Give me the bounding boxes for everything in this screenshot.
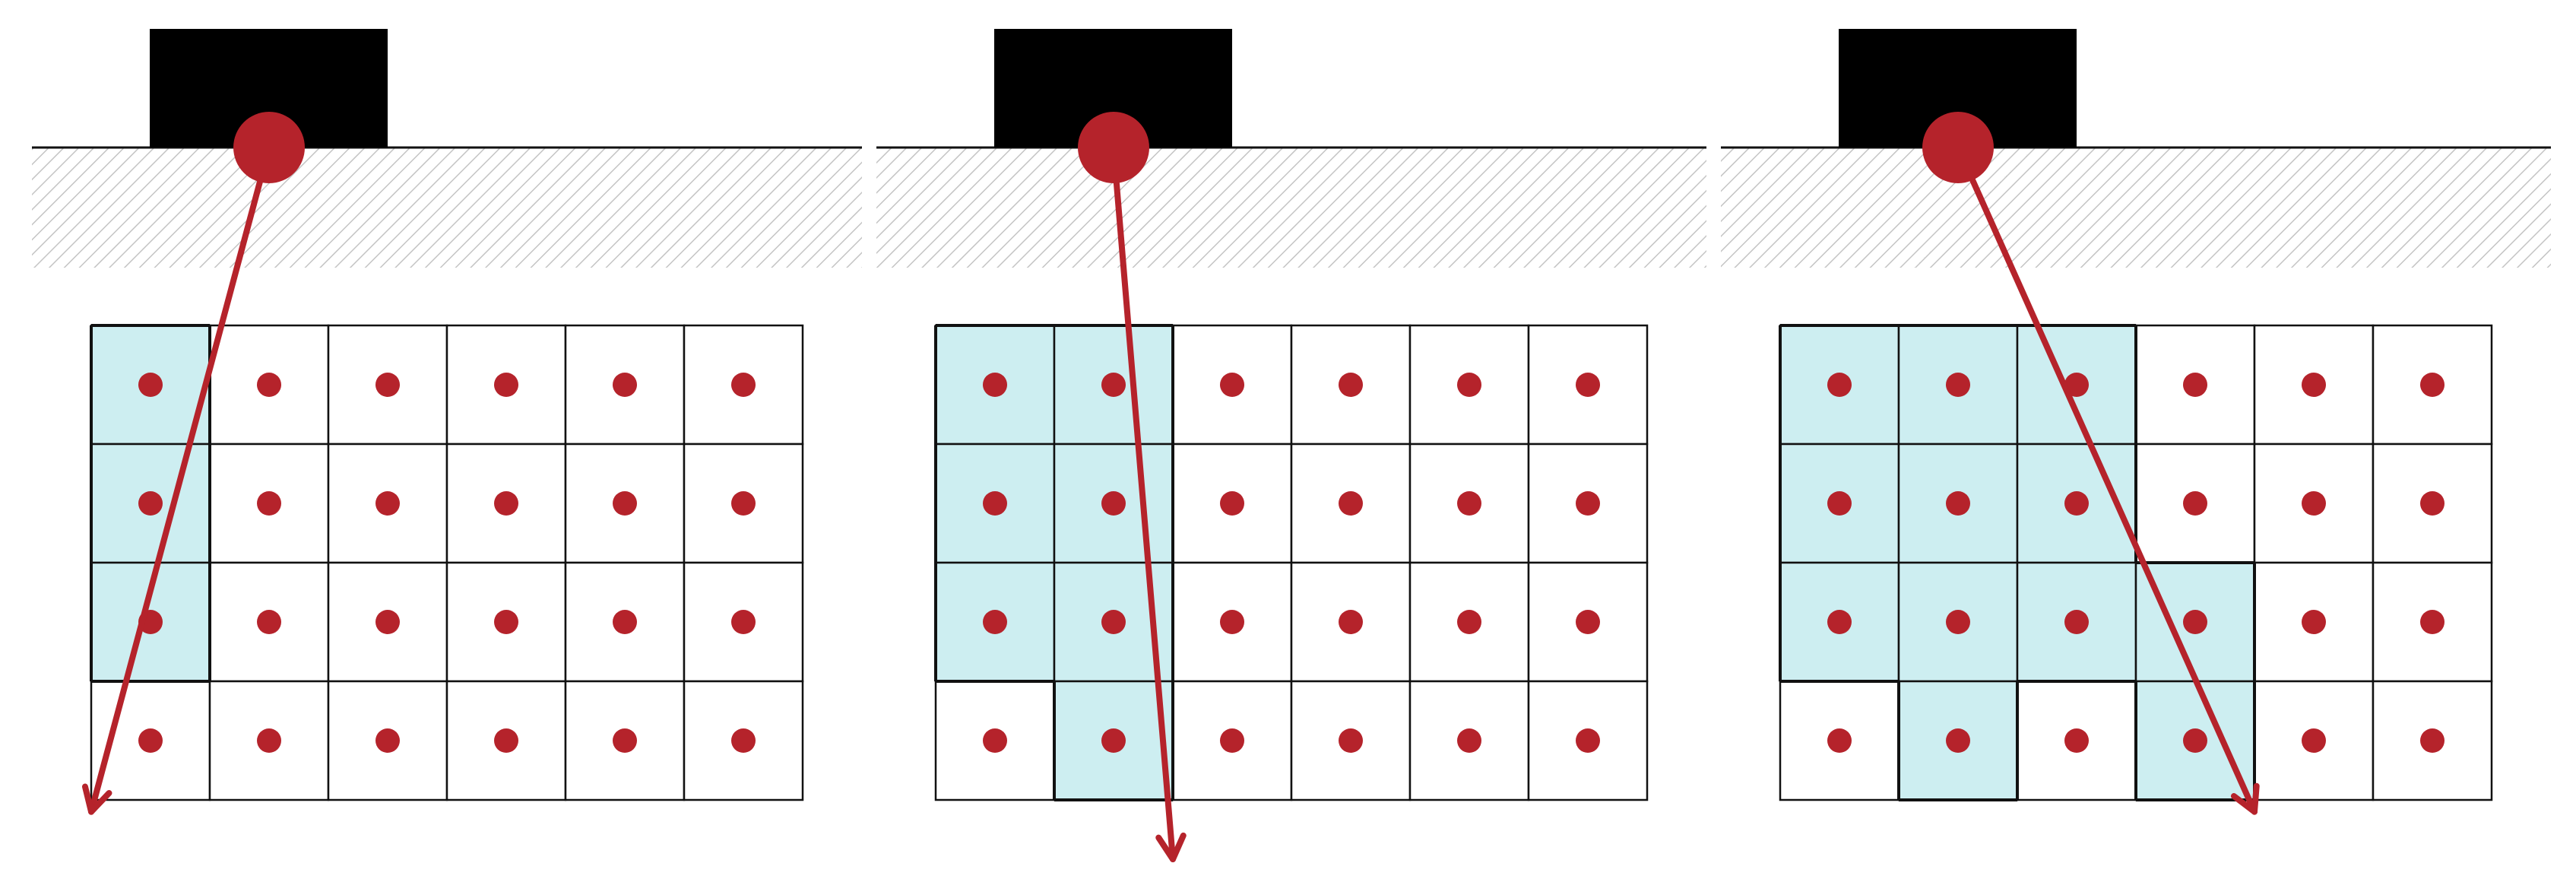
cell-dot (375, 610, 400, 634)
cell-dot (983, 491, 1007, 516)
cell-dot (1339, 491, 1363, 516)
cell-dot (1220, 491, 1244, 516)
cell-dot (2064, 491, 2089, 516)
cell-dot (2183, 610, 2207, 634)
cell-dot (1220, 373, 1244, 397)
cell-dot (1101, 610, 1126, 634)
panel-right (1721, 29, 2551, 815)
cell-dot (1946, 610, 1970, 634)
ground-hatch (32, 148, 862, 268)
cell-dot (613, 610, 637, 634)
cell-dot (494, 610, 518, 634)
cell-dot (613, 728, 637, 753)
cell-dot (494, 728, 518, 753)
cell-dot (1827, 610, 1852, 634)
cell-dot (1457, 610, 1481, 634)
cell-dot (2064, 610, 2089, 634)
cell-dot (1339, 373, 1363, 397)
cell-dot (1576, 728, 1600, 753)
cell-dot (1101, 728, 1126, 753)
grid-cells (90, 324, 804, 801)
grid-cell (1527, 324, 1649, 446)
cell-dot (2420, 728, 2445, 753)
arrowhead-icon (1155, 832, 1187, 862)
cell-dot (1946, 491, 1970, 516)
source-point-icon (1078, 112, 1149, 183)
cell-dot (257, 491, 281, 516)
cell-dot (2183, 373, 2207, 397)
cell-dot (1220, 728, 1244, 753)
cell-dot (1339, 728, 1363, 753)
source-point-icon (233, 112, 305, 183)
cell-dot (1827, 373, 1852, 397)
highlight-outline (1779, 324, 2256, 801)
cell-dot (2302, 373, 2326, 397)
panel-middle (876, 29, 1706, 862)
cell-dot (731, 610, 756, 634)
cell-dot (2302, 728, 2326, 753)
ray (1111, 144, 1176, 862)
cell-dots (138, 373, 756, 753)
highlight-outline (90, 324, 211, 683)
cell-dot (375, 491, 400, 516)
cell-dot (1576, 491, 1600, 516)
arrowhead-icon (2230, 782, 2260, 815)
grid-cells (934, 324, 1649, 801)
cell-dot (375, 728, 400, 753)
source-point-icon (1922, 112, 1994, 183)
cell-dot (375, 373, 400, 397)
cell-dot (2064, 373, 2089, 397)
cell-dot (494, 491, 518, 516)
cell-dot (1101, 373, 1126, 397)
highlight-outline (934, 324, 1174, 801)
cell-dot (2302, 491, 2326, 516)
cell-dot (731, 491, 756, 516)
arrowhead-icon (81, 783, 112, 815)
cell-dot (138, 373, 163, 397)
cell-dot (138, 491, 163, 516)
cell-dot (983, 610, 1007, 634)
cell-dot (138, 728, 163, 753)
grid-cell (564, 443, 686, 564)
cell-dot (2302, 610, 2326, 634)
cell-dot (983, 373, 1007, 397)
ray (1955, 144, 2258, 815)
cell-dot (613, 491, 637, 516)
cell-dot (2420, 610, 2445, 634)
cell-dot (1827, 491, 1852, 516)
cell-dot (2064, 728, 2089, 753)
cell-dot (731, 728, 756, 753)
cell-dot (613, 373, 637, 397)
cell-dot (1457, 373, 1481, 397)
cell-dots (983, 373, 1600, 753)
cell-dot (1101, 491, 1126, 516)
cell-dot (2420, 491, 2445, 516)
cell-dot (257, 373, 281, 397)
cell-dot (731, 373, 756, 397)
cell-dot (1946, 728, 1970, 753)
cell-dot (1457, 728, 1481, 753)
cell-dot (1827, 728, 1852, 753)
ground-hatch (1721, 148, 2551, 268)
cell-dot (1576, 610, 1600, 634)
ray (88, 144, 272, 815)
panel-left (32, 29, 862, 815)
cell-dot (257, 728, 281, 753)
cell-dot (1457, 491, 1481, 516)
cell-dot (1946, 373, 1970, 397)
cell-dot (257, 610, 281, 634)
cell-dot (2183, 728, 2207, 753)
cell-dot (494, 373, 518, 397)
cell-dot (983, 728, 1007, 753)
cell-dot (2420, 373, 2445, 397)
cell-dot (1339, 610, 1363, 634)
cell-dot (2183, 491, 2207, 516)
cell-dots (1827, 373, 2445, 753)
cell-dot (1220, 610, 1244, 634)
cell-dot (1576, 373, 1600, 397)
ground-hatch (876, 148, 1706, 268)
